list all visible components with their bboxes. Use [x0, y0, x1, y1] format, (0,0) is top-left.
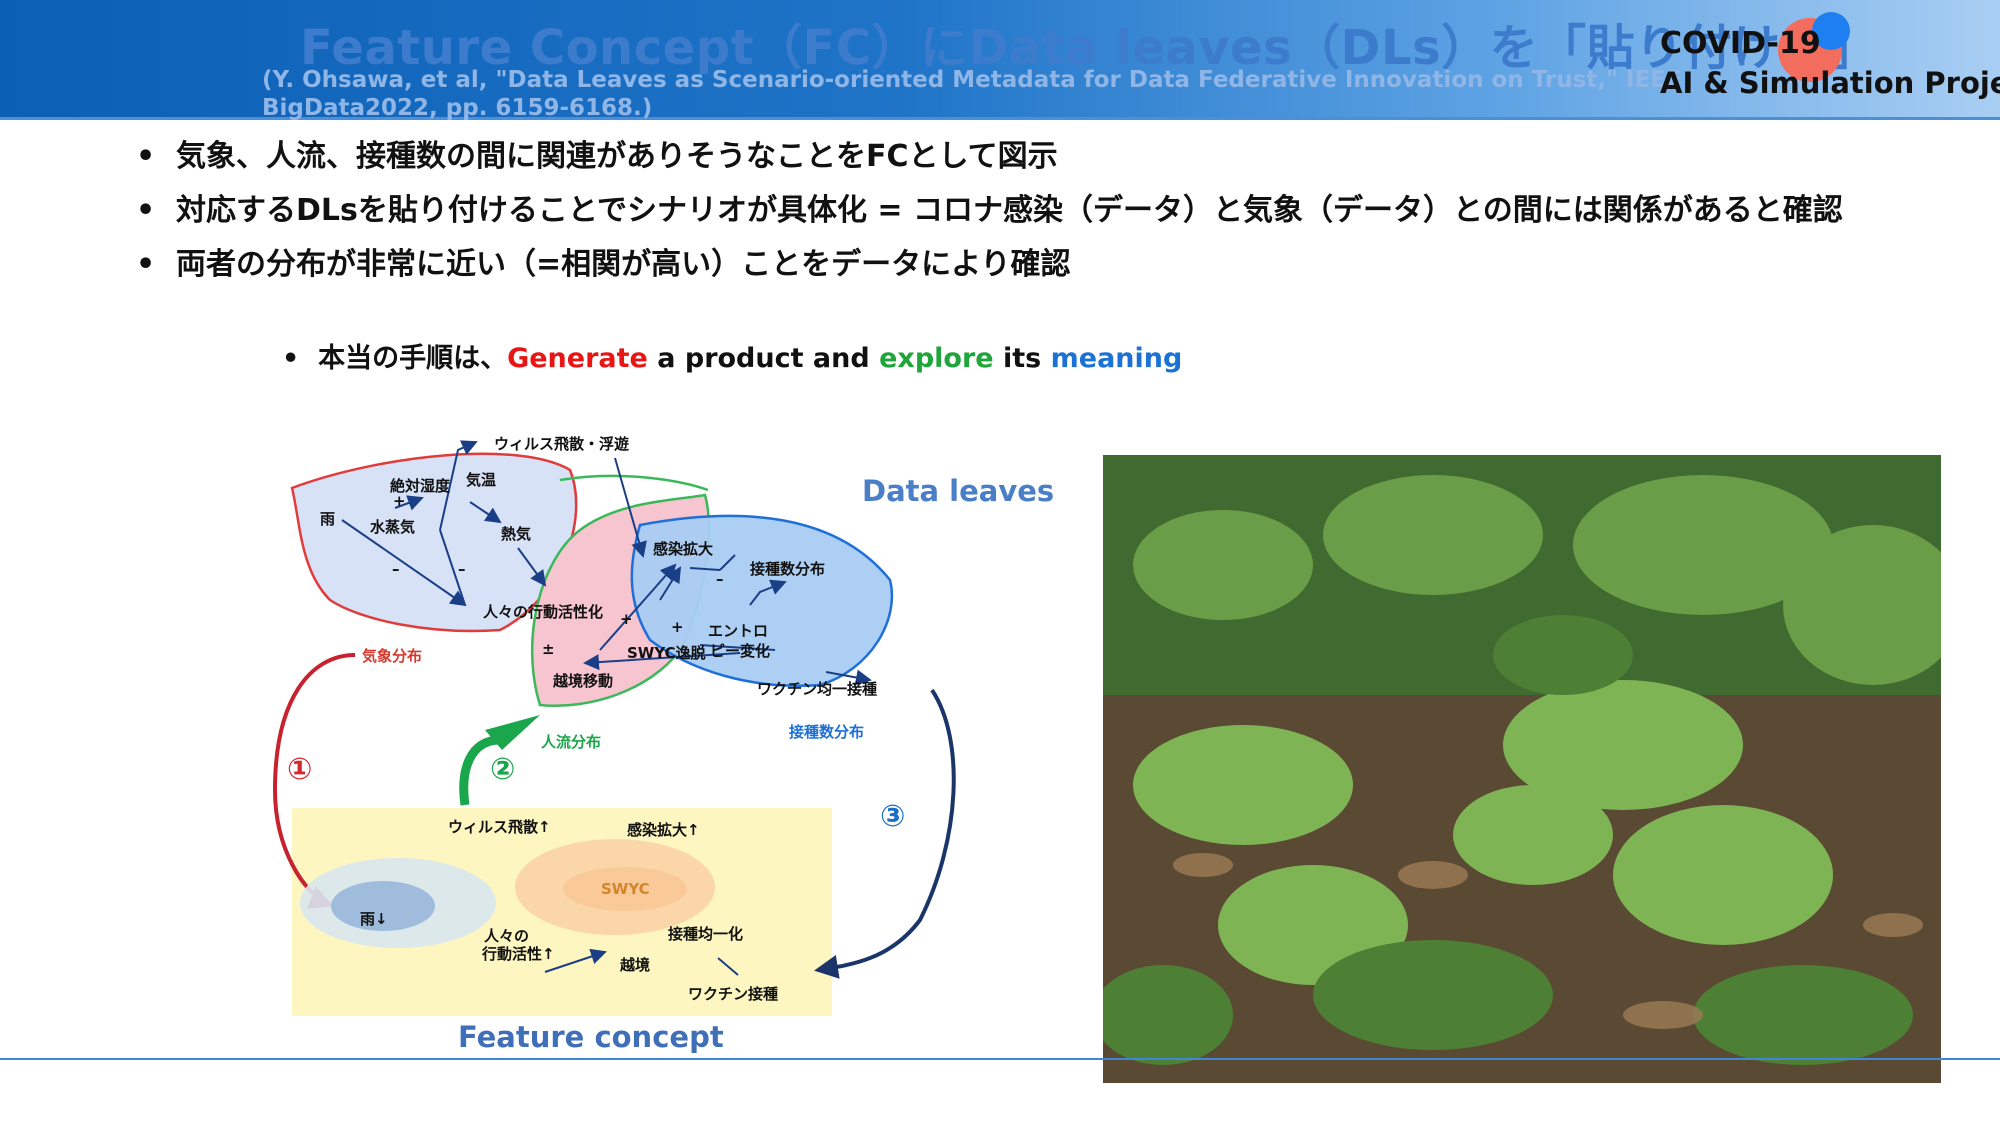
label-heat: 熱気 [501, 525, 532, 543]
header-divider [0, 117, 2000, 120]
bullet-marker: • [136, 139, 156, 174]
step2-arrow [459, 735, 501, 806]
weather-caption: 気象分布 [362, 647, 423, 665]
fc-label-swyc: SWYC [601, 880, 650, 898]
sign-minus: – [716, 570, 724, 588]
bullet-text: 両者の分布が非常に近い（=相関が高い）ことをデータにより確認 [176, 247, 1071, 282]
bullet-item-2: • 対応するDLsを貼り付けることでシナリオが具体化 = コロナ感染（データ）と気… [136, 185, 1843, 229]
fc-label-uniform: 接種均一化 [668, 925, 744, 943]
logo-blue-dot-icon [1812, 12, 1850, 50]
bullet-marker: • [136, 247, 156, 282]
fc-label-vaccination: ワクチン接種 [688, 985, 779, 1003]
bullet-text: 対応するDLsを貼り付けることでシナリオが具体化 = コロナ感染（データ）と気象… [176, 193, 1843, 228]
explore-word: explore [879, 343, 994, 374]
bullet-marker: • [282, 343, 300, 374]
sign-plus: + [620, 610, 633, 628]
feature-concept-title: Feature concept [458, 1020, 724, 1054]
bullet-item-1: • 気象、人流、接種数の間に関連がありそうなことをFCとして図示 [136, 131, 1058, 175]
label-water-vapor: 水蒸気 [370, 518, 416, 536]
fc-label-people-2: 行動活性↑ [482, 945, 555, 963]
label-entropy-2: ピー変化 [710, 642, 771, 660]
label-uniform-vaccination: ワクチン均一接種 [757, 680, 878, 698]
sign-plus: + [671, 618, 684, 636]
bullet-text: 気象、人流、接種数の間に関連がありそうなことをFCとして図示 [176, 139, 1058, 174]
label-people-activity: 人々の行動活性化 [483, 603, 604, 621]
step-1-marker: ① [287, 752, 313, 787]
bullet-marker: • [136, 193, 156, 228]
sign-minus: – [458, 560, 466, 578]
label-virus-scatter: ウィルス飛散・浮遊 [494, 435, 630, 453]
sign-plus: + [393, 492, 406, 510]
fc-label-rain: 雨↓ [360, 910, 388, 928]
bullet-item-3: • 両者の分布が非常に近い（=相関が高い）ことをデータにより確認 [136, 239, 1071, 283]
fc-label-virus-scatter: ウィルス飛散↑ [448, 818, 551, 836]
sub-bullet: • 本当の手順は、Generate a product and explore … [282, 336, 1182, 375]
label-vaccination-count: 接種数分布 [750, 560, 826, 578]
step3-arrow [814, 688, 956, 979]
step-3-marker: ③ [880, 799, 906, 834]
citation: (Y. Ohsawa, et al, "Data Leaves as Scena… [262, 67, 1682, 121]
header-bar [0, 0, 2000, 118]
fc-label-people-1: 人々の [484, 927, 530, 945]
meaning-word: meaning [1050, 343, 1183, 374]
label-entropy-1: エントロ [708, 622, 769, 640]
footer-divider [0, 1058, 2000, 1060]
label-rain: 雨 [320, 510, 336, 528]
data-leaves-title: Data leaves [862, 474, 1055, 508]
vaccine-caption: 接種数分布 [789, 723, 865, 741]
forest-undergrowth-photo [1103, 455, 1941, 1083]
label-swyc-deviation: SWYC逸脱 [627, 644, 706, 662]
step-2-marker: ② [490, 752, 516, 787]
people-caption: 人流分布 [541, 733, 602, 751]
sub-bullet-prefix: 本当の手順は、 [318, 343, 508, 374]
label-border-crossing: 越境移動 [553, 672, 614, 690]
sign-plus-minus: ± [542, 640, 555, 658]
leaf-cluster-icon [1103, 455, 1941, 1083]
sub-bullet-mid1: a product and [647, 343, 880, 374]
fc-label-infection-spread: 感染拡大↑ [627, 821, 700, 839]
step1-arrow [272, 653, 356, 909]
label-infection-spread: 感染拡大 [653, 540, 714, 558]
fc-label-border: 越境 [620, 956, 651, 974]
logo-text-line1: COVID-19 [1660, 26, 1821, 61]
sub-bullet-mid2: its [993, 343, 1051, 374]
vaccine-leaf [630, 514, 894, 687]
label-temperature: 気温 [466, 471, 497, 489]
slide-title: Feature Concept（FC）にData leaves（DLs）を「貼り… [300, 20, 1878, 76]
generate-word: Generate [507, 343, 648, 374]
label-absolute-humidity: 絶対湿度 [390, 477, 451, 495]
sign-minus: – [392, 560, 400, 578]
logo-text-line2: AI & Simulation Project [1660, 66, 2000, 100]
